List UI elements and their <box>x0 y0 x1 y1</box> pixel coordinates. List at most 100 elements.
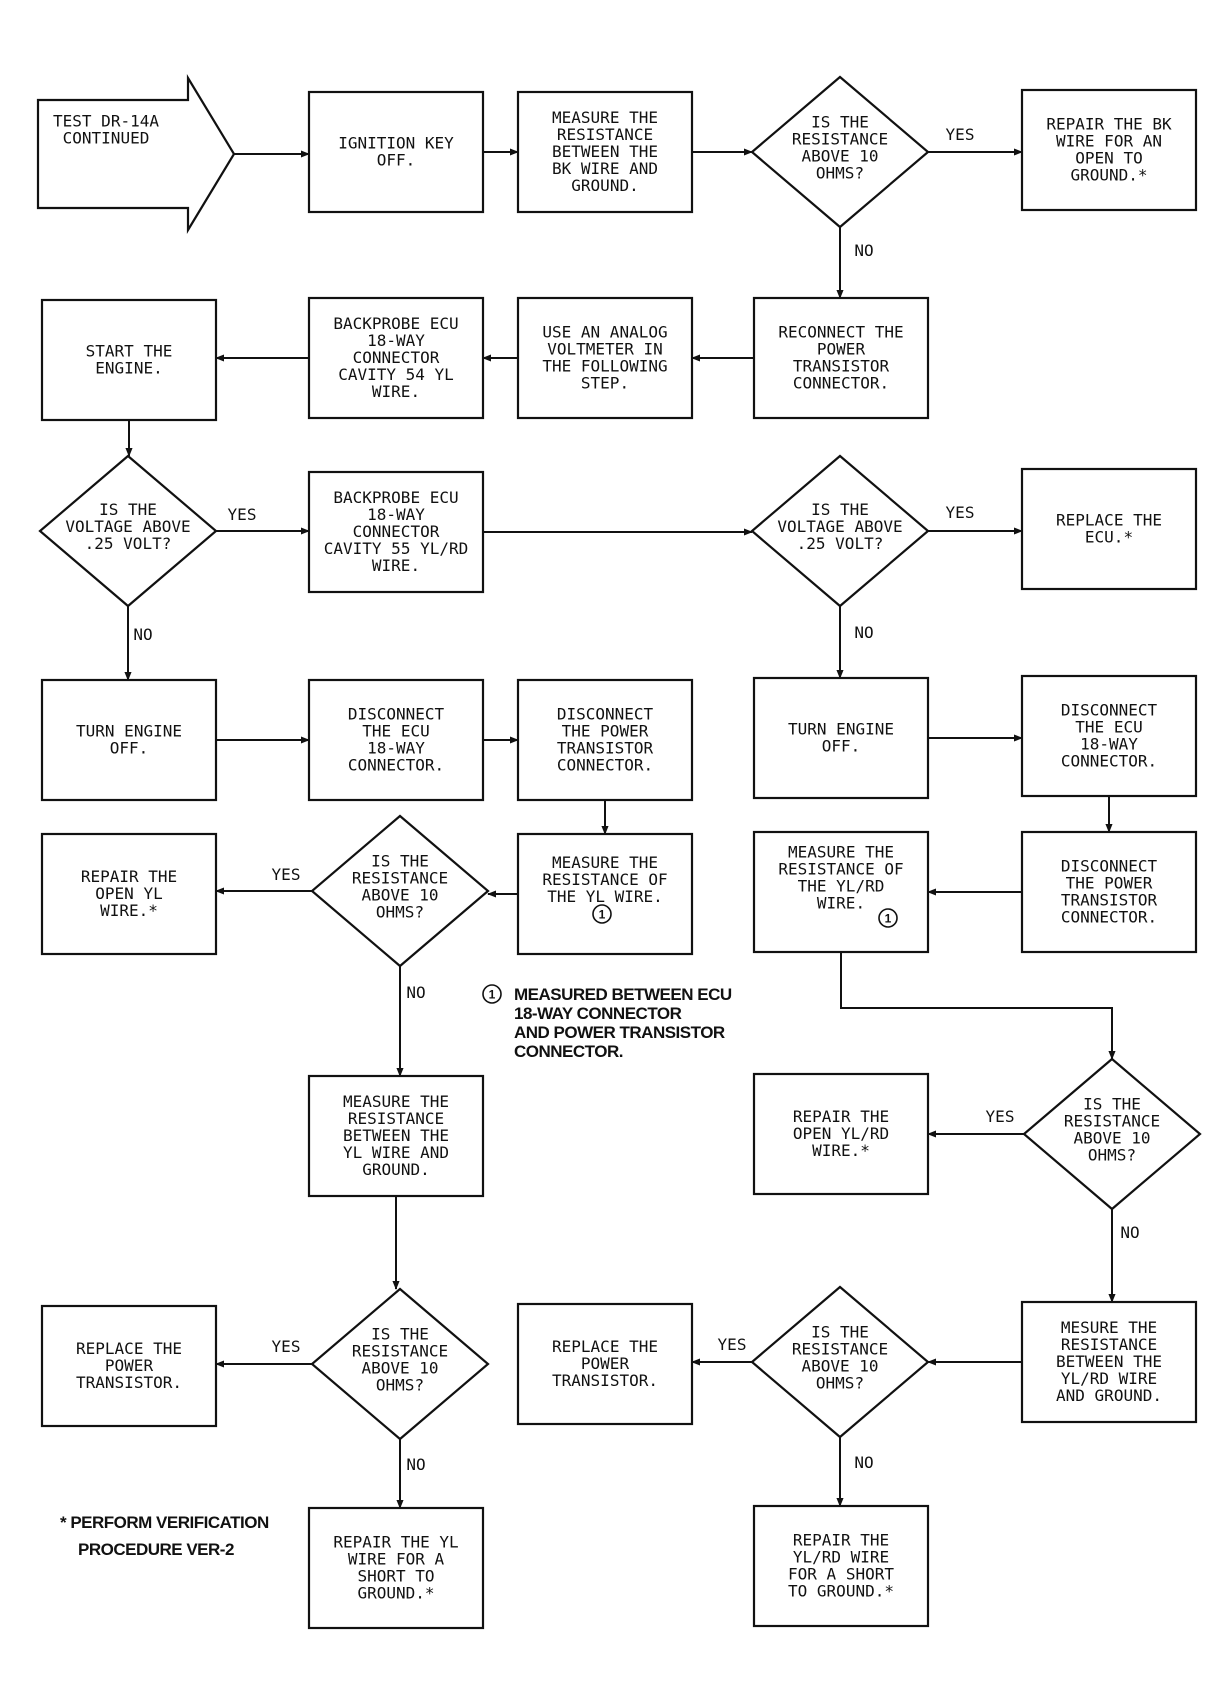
text-line: OHMS? <box>816 164 864 183</box>
text-line: .25 VOLT? <box>85 534 172 553</box>
text-line: IS THE <box>371 852 429 871</box>
process-box <box>752 830 930 954</box>
text-line: YL/RD WIRE <box>1061 1369 1157 1388</box>
text-line: DISCONNECT <box>348 705 445 724</box>
text-line: AND GROUND. <box>1056 1386 1162 1405</box>
process-box <box>307 90 485 214</box>
text-line: TRANSISTOR. <box>552 1371 658 1390</box>
text-line: OHMS? <box>376 903 424 922</box>
text-line: .25 VOLT? <box>797 534 884 553</box>
text-line: OPEN YL <box>95 884 162 903</box>
process-box <box>516 1302 694 1426</box>
text-line: RESISTANCE <box>557 125 653 144</box>
process-box <box>307 1506 485 1630</box>
text-line: REPLACE THE <box>552 1337 658 1356</box>
process-box <box>516 90 694 214</box>
text-line: OHMS? <box>1088 1146 1136 1165</box>
process-box <box>40 832 218 956</box>
branch-label-no: NO <box>854 623 873 642</box>
text-line: TURN ENGINE <box>788 720 894 739</box>
text-line: CONNECTOR. <box>557 756 653 775</box>
process-box <box>1020 674 1198 798</box>
decision-diamond <box>1022 1057 1202 1211</box>
text-line: GROUND. <box>362 1160 429 1179</box>
text-line: VOLTAGE ABOVE <box>777 517 902 536</box>
text-line: REPAIR THE YL <box>333 1533 458 1552</box>
text-line: OPEN YL/RD <box>793 1124 889 1143</box>
branch-label-no: NO <box>1120 1223 1139 1242</box>
text-line: ECU.* <box>1085 528 1133 547</box>
branch-label-yes: YES <box>272 865 301 884</box>
text-line: THE ECU <box>1075 718 1142 737</box>
text-line: BETWEEN THE <box>552 142 658 161</box>
marker-circle <box>592 904 612 924</box>
text-line: YL/RD WIRE <box>793 1548 889 1567</box>
text-line: CAVITY 55 YL/RD <box>324 539 469 558</box>
marker-circle <box>482 984 502 1004</box>
text-line: WIRE. <box>372 382 420 401</box>
text-line: WIRE FOR AN <box>1056 132 1162 151</box>
text-line: ENGINE. <box>95 359 162 378</box>
text-line: USE AN ANALOG <box>542 323 667 342</box>
branch-label-no: NO <box>133 625 152 644</box>
process-box <box>1020 830 1198 954</box>
text-line: GROUND.* <box>1070 166 1147 185</box>
text-line: YL WIRE AND <box>343 1143 449 1162</box>
text-line: RESISTANCE <box>1061 1335 1157 1354</box>
branch-label-no: NO <box>854 1453 873 1472</box>
text-line: THE YL WIRE. <box>547 887 663 906</box>
text-line: BETWEEN THE <box>1056 1352 1162 1371</box>
start-arrow-shape <box>36 74 236 234</box>
text-line: THE POWER <box>1066 874 1153 893</box>
text-line: MEASURE THE <box>788 843 894 862</box>
text-line: TRANSISTOR <box>557 739 654 758</box>
text-line: REPAIR THE <box>793 1531 889 1550</box>
text-line: THE YL/RD <box>798 877 885 896</box>
text-line: WIRE. <box>372 556 420 575</box>
text-line: BETWEEN THE <box>343 1126 449 1145</box>
text-line: ABOVE 10 <box>361 886 438 905</box>
text-line: IS THE <box>811 113 869 132</box>
text-line: REPAIR THE BK <box>1046 115 1172 134</box>
text-line: RESISTANCE <box>792 1340 888 1359</box>
text-line: OHMS? <box>816 1374 864 1393</box>
text-line: TO GROUND.* <box>788 1582 894 1601</box>
branch-label-no: NO <box>406 983 425 1002</box>
text-line: OFF. <box>110 739 149 758</box>
process-box <box>307 678 485 802</box>
text-line: START THE <box>86 342 173 361</box>
process-box <box>752 296 930 420</box>
text-line: DISCONNECT <box>1061 857 1158 876</box>
branch-label-yes: YES <box>946 503 975 522</box>
